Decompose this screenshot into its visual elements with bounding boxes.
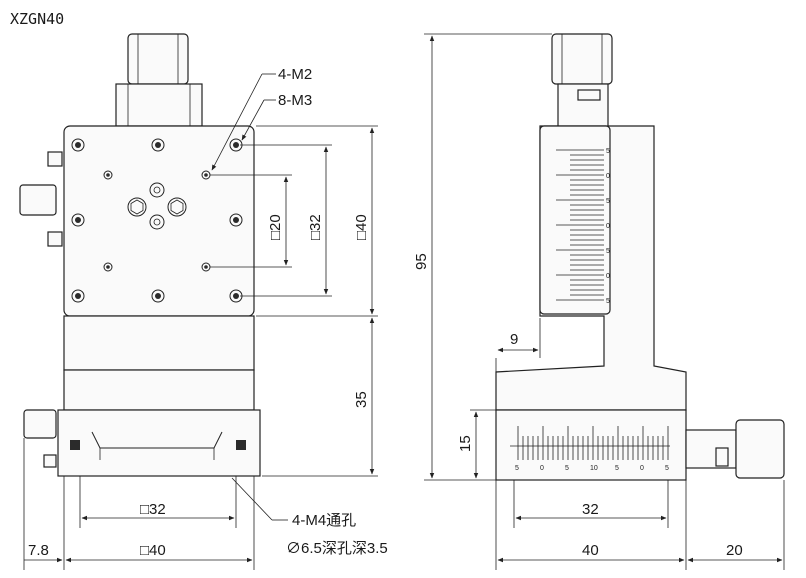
dim-h95: 95	[413, 253, 430, 270]
dim-w40-side: 40	[582, 542, 599, 559]
dim-sq32-bottom: □32	[140, 501, 166, 518]
dim-sq40-vertical: □40	[353, 214, 370, 240]
vertical-scale-label: 0	[606, 273, 610, 280]
horizontal-scale: 5 0 5 10 5 0 5	[515, 426, 669, 472]
dim-sq40-bottom: □40	[140, 542, 166, 559]
side-dims: 95 15 9 32 40 20	[413, 33, 785, 570]
vertical-scale-label: 0	[606, 223, 610, 230]
callout-m4: 4-M4通孔	[292, 512, 356, 529]
horizontal-scale-label: 5	[565, 465, 569, 472]
front-knob	[127, 33, 189, 85]
vertical-scale-label: 5	[606, 148, 610, 155]
drawing-title: XZGN40	[10, 10, 64, 28]
vertical-scale-label: 5	[606, 248, 610, 255]
horizontal-scale-label: 10	[590, 465, 598, 472]
vertical-scale-label: 5	[606, 298, 610, 305]
dim-sq32-vertical: □32	[307, 214, 324, 240]
side-view: 5 0 5 0 5 0 5 5 0 5 10 5 0 5	[495, 33, 785, 481]
front-view	[19, 33, 261, 477]
dim-sq20: □20	[267, 214, 284, 240]
horizontal-scale-label: 0	[540, 465, 544, 472]
front-top-plate	[63, 125, 255, 317]
dim-w20-side: 20	[726, 542, 743, 559]
vertical-scale: 5 0 5 0 5 0 5	[556, 148, 610, 305]
dim-h35: 35	[353, 391, 370, 408]
horizontal-scale-label: 5	[665, 465, 669, 472]
front-lower-stage	[63, 369, 255, 411]
vertical-scale-label: 5	[606, 198, 610, 205]
front-mid-body	[63, 315, 255, 371]
callout-m2: 4-M2	[278, 66, 312, 83]
front-side-knob	[19, 184, 57, 216]
horizontal-scale-label: 5	[515, 465, 519, 472]
dim-w32-side: 32	[582, 501, 599, 518]
center-screws	[127, 182, 187, 230]
vertical-scale-label: 0	[606, 173, 610, 180]
front-lower-knob	[23, 409, 57, 439]
side-knob	[551, 33, 613, 85]
front-base	[57, 409, 261, 477]
front-bottom-dims: □32 □40 7.8 4-M4通孔 ∅6.5深孔深3.5	[23, 438, 388, 570]
dim-offset-7-8: 7.8	[28, 542, 49, 559]
callout-counterbore: ∅6.5深孔深3.5	[286, 540, 388, 557]
horizontal-scale-label: 5	[615, 465, 619, 472]
callout-m3: 8-M3	[278, 92, 312, 109]
m3-holes	[71, 138, 243, 303]
front-vertical-dims: □20 □32 □40 35	[210, 125, 378, 477]
hole-callouts: 4-M2 8-M3	[211, 66, 312, 171]
horizontal-scale-label: 0	[640, 465, 644, 472]
dim-h15: 15	[457, 435, 474, 452]
dim-w9: 9	[510, 331, 518, 348]
m2-holes	[103, 170, 211, 272]
side-right-knob	[735, 419, 785, 479]
front-knob-housing	[115, 83, 203, 127]
